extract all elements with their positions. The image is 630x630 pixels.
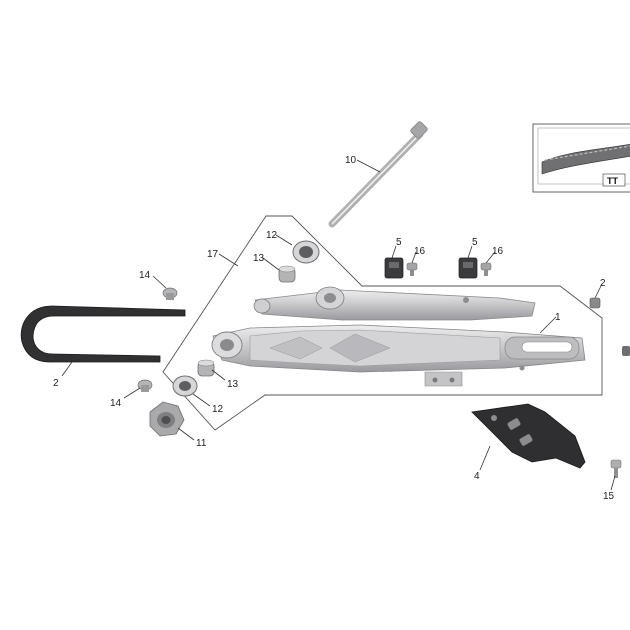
callout-2-right: 2: [600, 278, 606, 289]
callout-13-lower: 13: [227, 379, 239, 390]
bearing-upper: [292, 240, 320, 264]
bushing-lower: [197, 359, 215, 377]
slider-clip-edge: [622, 346, 630, 356]
bolt-guide: [610, 459, 622, 478]
chain-guide: [471, 403, 586, 469]
axle-shape: [328, 121, 428, 228]
chain-inset: TT: [532, 123, 630, 193]
inset-label: TT: [607, 176, 618, 186]
callout-16-a: 16: [414, 246, 426, 257]
callout-10: 10: [345, 155, 357, 166]
bolt-upper: [162, 287, 178, 300]
swingarm-upper-arm: [253, 286, 536, 321]
callout-16-b: 16: [492, 246, 504, 257]
chain-slider: [20, 305, 186, 363]
screw-a: [406, 262, 418, 276]
screw-b: [480, 262, 492, 276]
callout-15: 15: [603, 491, 615, 502]
callout-4: 4: [474, 471, 480, 482]
bracket-b: [458, 257, 478, 279]
bolt-lower: [137, 379, 153, 392]
bushing-upper: [278, 265, 296, 283]
callout-11: 11: [196, 438, 207, 449]
callout-17: 17: [207, 249, 219, 260]
assembly-outline: [162, 215, 603, 431]
callout-14-lower: 14: [110, 398, 122, 409]
callout-14-upper: 14: [139, 270, 151, 281]
callout-2-left: 2: [53, 378, 59, 389]
callout-1: 1: [555, 312, 561, 323]
callout-5-b: 5: [472, 237, 478, 248]
bracket-a: [384, 257, 404, 279]
swingarm-main: [211, 324, 586, 387]
callout-12-upper: 12: [266, 230, 278, 241]
callout-13-upper: 13: [253, 253, 265, 264]
slider-clip-right: [589, 297, 601, 309]
callout-5-a: 5: [396, 237, 402, 248]
callout-12-lower: 12: [212, 404, 224, 415]
bearing-lower: [172, 375, 198, 397]
nut: [149, 401, 185, 437]
